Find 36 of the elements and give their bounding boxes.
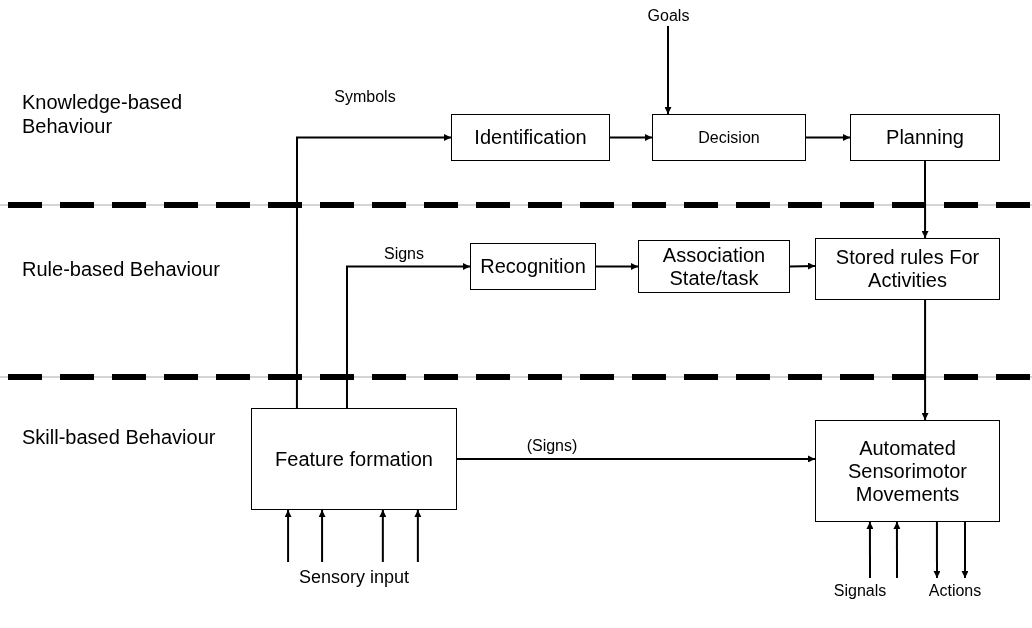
node-text: Goals	[645, 4, 692, 26]
arrow	[414, 509, 422, 563]
arrow	[379, 509, 387, 563]
node-text: Sensory input	[251, 562, 457, 592]
band-label: Rule-based Behaviour	[22, 257, 221, 281]
arrow	[295, 134, 452, 409]
arrow	[921, 160, 929, 239]
arrow	[609, 134, 653, 141]
arrow	[318, 509, 326, 563]
arrow	[893, 521, 901, 579]
node-text: Actions	[910, 578, 1000, 602]
band-label: Knowledge-based Behaviour	[22, 90, 184, 138]
process-box: Identification	[451, 114, 610, 161]
process-box: Decision	[652, 114, 806, 161]
process-box: Automated Sensorimotor Movements	[815, 420, 1000, 522]
arrow	[595, 263, 639, 270]
process-box: Planning	[850, 114, 1000, 161]
arrow	[961, 521, 969, 579]
arrow	[664, 25, 672, 115]
band-label: Skill-based Behaviour	[22, 425, 217, 449]
arrow	[921, 299, 929, 421]
arrow	[805, 134, 851, 141]
process-box: Association State/task	[638, 240, 790, 293]
arrow	[346, 263, 471, 409]
process-box: Stored rules For Activities	[815, 238, 1000, 300]
edge-label: (Signs)	[524, 437, 580, 455]
arrow	[456, 455, 816, 463]
arrow	[284, 509, 292, 563]
process-box: Recognition	[470, 243, 596, 290]
arrow	[789, 262, 816, 270]
edge-label: Signs	[382, 245, 426, 263]
arrow	[933, 521, 941, 579]
process-box: Feature formation	[251, 408, 457, 510]
node-text: Signals	[815, 578, 905, 602]
arrow	[866, 521, 874, 579]
edge-label: Symbols	[332, 88, 398, 106]
